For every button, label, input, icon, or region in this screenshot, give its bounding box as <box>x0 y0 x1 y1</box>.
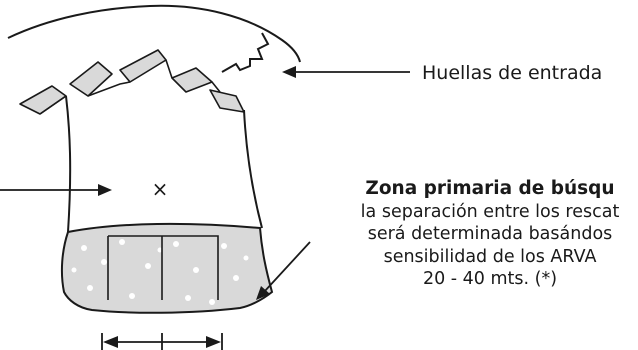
terrain-ridge-line <box>7 4 301 63</box>
primary-zone-caption: Zona primaria de búsqu la separación ent… <box>290 178 638 291</box>
zone-line-determined: será determinada basándos <box>367 224 613 244</box>
entry-tracks-arrow <box>282 66 410 78</box>
search-lanes <box>107 235 219 300</box>
avalanche-slide-outline <box>65 95 263 233</box>
dimension-arrowhead-left <box>103 336 118 348</box>
search-zone-arrow <box>256 241 311 300</box>
entry-tracks-line <box>221 32 270 73</box>
center-mark: × <box>152 177 169 201</box>
zone-line-distance: 20 - 40 mts. (*) <box>422 269 558 289</box>
zone-line-sensitivity: sensibilidad de los ARVA <box>383 246 597 267</box>
debris-search-zone <box>60 222 274 314</box>
debris-spots <box>71 239 249 305</box>
dimension-arrowhead-right <box>206 336 221 348</box>
crown-edge-line <box>39 59 221 115</box>
entry-tracks-label: Huellas de entrada <box>422 62 603 84</box>
rescuer-spacing-dimension <box>101 333 223 350</box>
zone-line-spacing: la separación entre los rescat <box>360 201 620 222</box>
entry-point-arrow <box>0 184 112 196</box>
primary-zone-title: Zona primaria de búsqu <box>365 178 615 199</box>
